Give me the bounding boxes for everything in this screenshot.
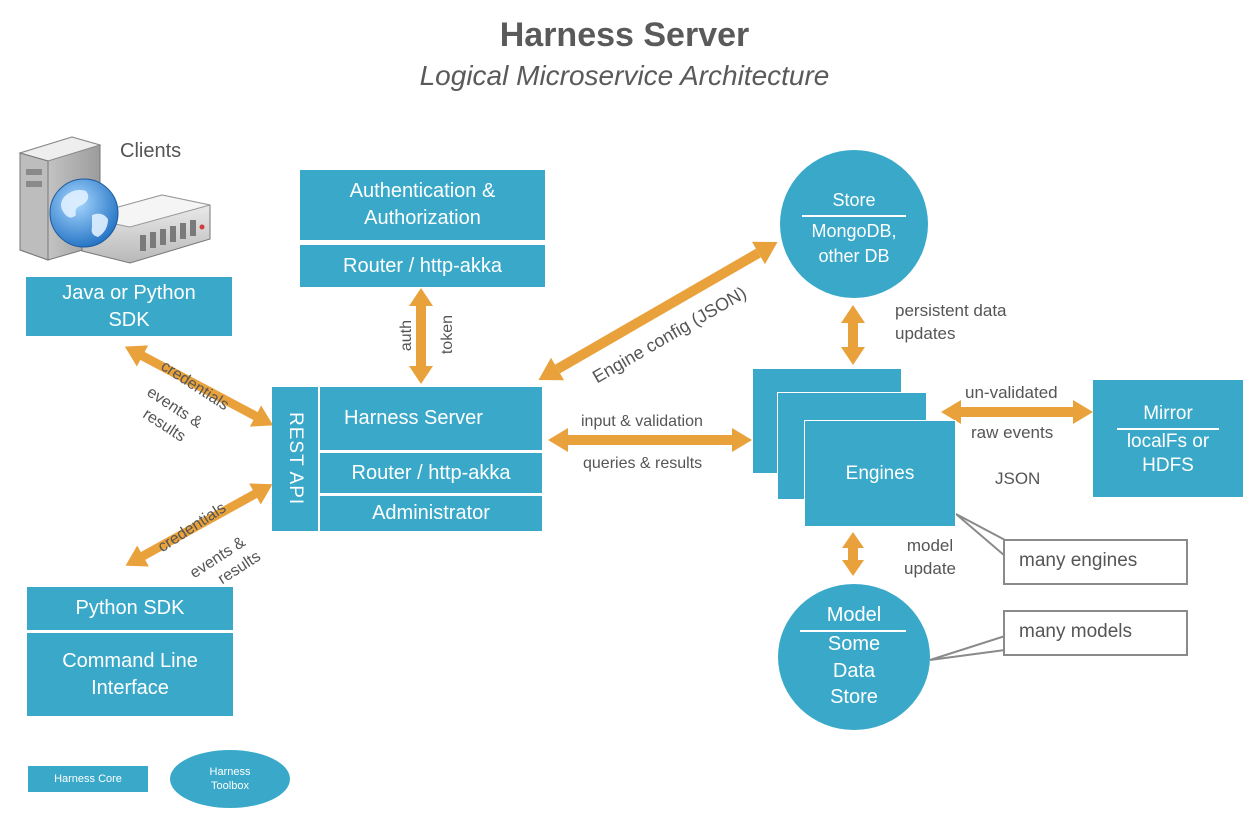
store-title: Store <box>832 190 876 210</box>
json-label: JSON <box>995 469 1041 488</box>
java-python-sdk-box: Java or Python SDK <box>26 277 232 336</box>
java-sdk-arrow <box>124 345 274 427</box>
model-title: Model <box>826 604 882 626</box>
cli-box: Command Line Interface <box>27 633 233 716</box>
model-body: Some Data Store <box>827 633 881 709</box>
python-sdk-arrow <box>125 483 273 567</box>
mirror-box: Mirror localFs or HDFS <box>1093 380 1243 497</box>
raw-events-label: raw events <box>971 423 1054 442</box>
store-divider <box>802 215 906 217</box>
harness-server-label: Harness Server <box>344 407 483 429</box>
server-router-box: Router / http-akka <box>320 453 542 493</box>
persistent-data-arrow <box>841 305 865 365</box>
server-router-label: Router / http-akka <box>351 461 511 484</box>
python-sdk-label: Python SDK <box>75 597 185 619</box>
rest-api-label: REST API <box>284 412 306 506</box>
many-models-callout: many models <box>1003 610 1188 656</box>
raw-events-arrow <box>941 400 1093 424</box>
administrator-box: Administrator <box>320 496 542 531</box>
auth-label: Authentication & Authorization <box>349 180 496 229</box>
page-title: Harness Server <box>499 16 750 54</box>
harness-server-box: Harness Server <box>320 387 542 450</box>
engine-config-arrow <box>538 241 778 381</box>
legend-toolbox-ellipse: Harness Toolbox <box>170 750 290 808</box>
rest-api-box: REST API <box>272 387 318 531</box>
model-update-arrow <box>842 532 864 576</box>
engines-label: Engines <box>845 462 915 484</box>
input-validation-label: input & validation <box>581 413 703 430</box>
auth-router-label: Router / http-akka <box>343 254 502 277</box>
mirror-body: localFs or HDFS <box>1126 430 1210 477</box>
model-divider <box>800 630 906 632</box>
store-body: MongoDB, other DB <box>811 221 897 267</box>
legend-toolbox-label: Harness Toolbox <box>209 765 251 792</box>
queries-results-label: queries & results <box>583 455 703 472</box>
java-python-sdk-label: Java or Python SDK <box>62 281 196 331</box>
token-label-vertical: token <box>439 315 456 355</box>
legend-core-label: Harness Core <box>54 772 122 785</box>
auth-label-vertical: auth <box>398 320 415 352</box>
clients-label: Clients <box>120 140 182 162</box>
store-circle: Store MongoDB, other DB <box>780 150 928 298</box>
many-engines-callout: many engines <box>1003 539 1188 585</box>
mirror-divider <box>1117 427 1219 430</box>
input-validation-arrow <box>548 428 752 452</box>
model-update-label: model update <box>904 536 956 578</box>
administrator-label: Administrator <box>372 502 490 524</box>
many-engines-text: many engines <box>1019 550 1138 571</box>
many-models-text: many models <box>1019 621 1132 642</box>
python-sdk-box: Python SDK <box>27 587 233 630</box>
unvalidated-label: un-validated <box>965 383 1058 402</box>
cli-label: Command Line Interface <box>62 649 198 699</box>
auth-router-box: Router / http-akka <box>300 245 545 287</box>
server-globe-icon <box>12 135 217 270</box>
legend-core-box: Harness Core <box>28 766 148 792</box>
page-subtitle: Logical Microservice Architecture <box>419 60 830 91</box>
mirror-title: Mirror <box>1143 403 1193 424</box>
auth-box: Authentication & Authorization <box>300 170 545 240</box>
engines-box: Engines <box>804 420 956 527</box>
auth-token-arrow <box>409 288 433 384</box>
model-circle: Model Some Data Store <box>778 584 930 730</box>
persistent-data-label: persistent data updates <box>895 301 1007 343</box>
many-models-pointer <box>929 634 1006 661</box>
